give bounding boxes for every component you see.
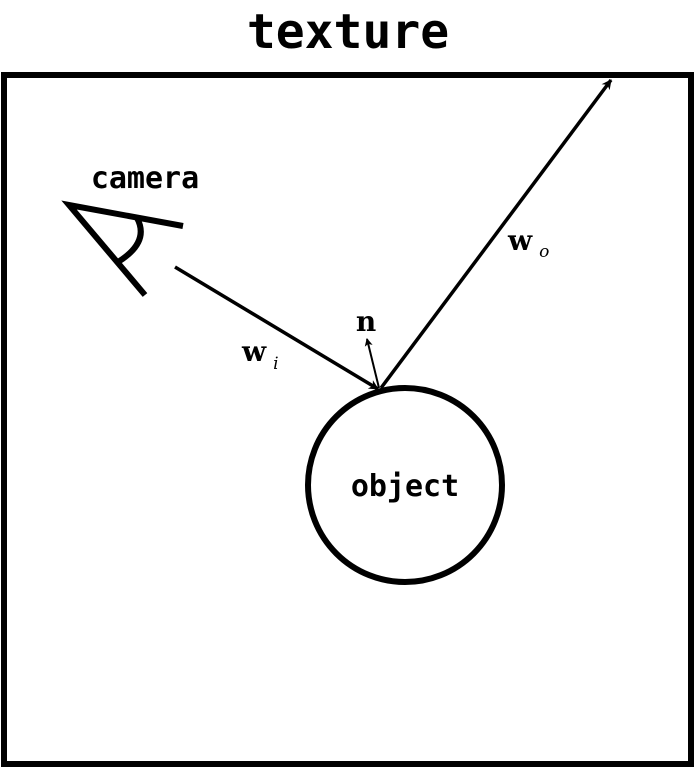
incoming-vector-label: w i	[241, 335, 279, 374]
normal-vector-arrow	[364, 338, 380, 389]
incoming-vector-arrow	[174, 265, 379, 391]
camera-label: camera	[91, 161, 199, 196]
texture-title: texture	[247, 4, 449, 60]
outgoing-vector-symbol: w	[507, 224, 533, 257]
outgoing-vector-arrow	[379, 78, 613, 390]
incoming-vector-symbol: w	[241, 335, 267, 368]
outgoing-vector-subscript: o	[539, 242, 549, 262]
camera-icon	[61, 200, 184, 297]
object-label: object	[351, 469, 459, 504]
outgoing-vector-label: w o	[507, 224, 549, 262]
texture-frame	[1, 72, 694, 767]
normal-vector-label: n	[356, 305, 376, 338]
incoming-vector-subscript: i	[273, 354, 278, 374]
object-circle	[305, 385, 505, 585]
